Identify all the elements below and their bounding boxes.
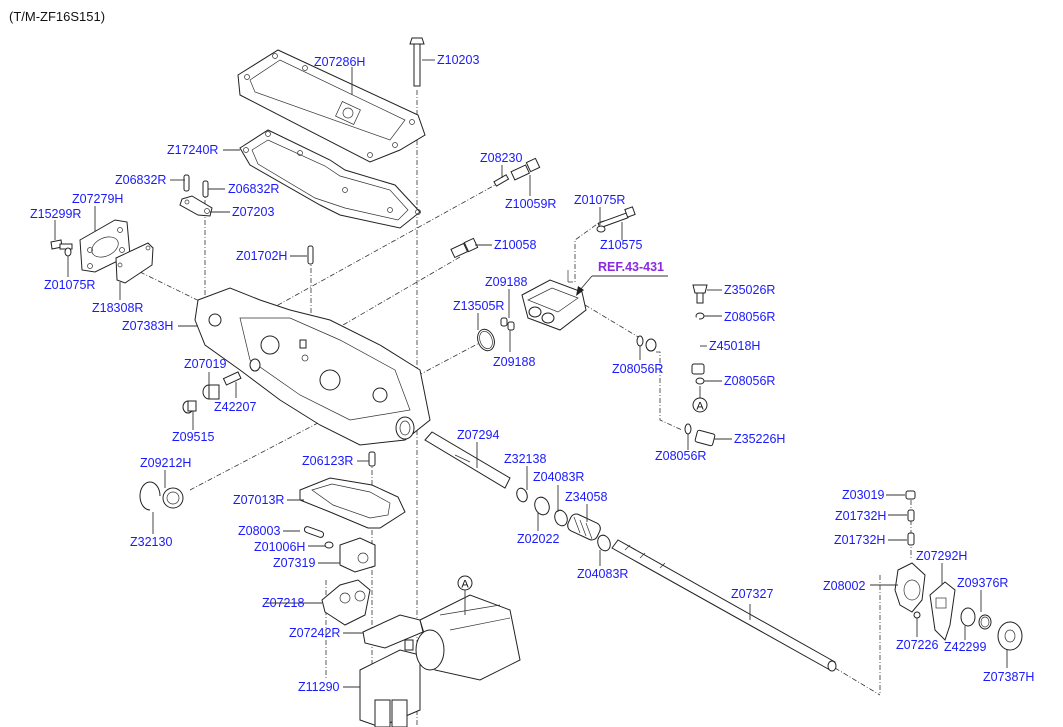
label-z07242r[interactable]: Z07242R [289, 626, 340, 640]
callout-marker-a-lower: A [457, 575, 473, 615]
detent-block-part [303, 526, 376, 626]
gear-plug-part [139, 481, 184, 511]
label-z08056r-3[interactable]: Z08056R [724, 374, 775, 388]
label-z08056r-4[interactable]: Z08056R [655, 449, 706, 463]
label-z10575[interactable]: Z10575 [600, 238, 642, 252]
top-cover-part [237, 49, 426, 163]
label-z42299[interactable]: Z42299 [944, 640, 986, 654]
pin-part [307, 245, 314, 265]
label-z09515[interactable]: Z09515 [172, 430, 214, 444]
label-z01732h-upper[interactable]: Z01732H [835, 509, 886, 523]
leader-lines [54, 59, 1008, 688]
oring-and-clips-part [477, 317, 515, 352]
side-cover-part [50, 219, 154, 284]
label-z07327[interactable]: Z07327 [731, 587, 773, 601]
part-labels: Z07286H Z10203 Z17240R Z06832R Z06832R Z… [30, 53, 1034, 694]
label-z07383h[interactable]: Z07383H [122, 319, 173, 333]
label-z07286h[interactable]: Z07286H [314, 55, 365, 69]
label-z32138[interactable]: Z32138 [504, 452, 546, 466]
switch-part [450, 237, 479, 259]
label-z10058[interactable]: Z10058 [494, 238, 536, 252]
label-z17240r[interactable]: Z17240R [167, 143, 218, 157]
label-z07279h[interactable]: Z07279H [72, 192, 123, 206]
sensor-part [493, 157, 541, 187]
label-z07387h[interactable]: Z07387H [983, 670, 1034, 684]
callout-marker-a-upper: A [692, 386, 708, 413]
svg-text:A: A [461, 579, 469, 591]
cover-gasket-part [239, 129, 421, 229]
label-z35026r[interactable]: Z35026R [724, 283, 775, 297]
label-z34058[interactable]: Z34058 [565, 490, 607, 504]
lower-gasket-part [299, 451, 406, 529]
label-z01006h[interactable]: Z01006H [254, 540, 305, 554]
label-z07294[interactable]: Z07294 [457, 428, 499, 442]
label-z06832r-left[interactable]: Z06832R [115, 173, 166, 187]
label-z04083r-upper[interactable]: Z04083R [533, 470, 584, 484]
label-z01075r-right[interactable]: Z01075R [574, 193, 625, 207]
label-z06123r[interactable]: Z06123R [302, 454, 353, 468]
shift-lever-part [894, 562, 956, 641]
label-z35226h[interactable]: Z35226H [734, 432, 785, 446]
label-z11290[interactable]: Z11290 [298, 680, 340, 694]
bolt-part [596, 206, 636, 233]
label-z07226[interactable]: Z07226 [896, 638, 938, 652]
label-z42207[interactable]: Z42207 [214, 400, 256, 414]
label-z02022[interactable]: Z02022 [517, 532, 559, 546]
label-z08230[interactable]: Z08230 [480, 151, 522, 165]
pins-and-plate-part [179, 174, 213, 217]
actuator-gasket-part [362, 614, 424, 649]
label-z06832r-right[interactable]: Z06832R [228, 182, 279, 196]
label-z01732h-lower[interactable]: Z01732H [834, 533, 885, 547]
actuator-cylinder-part [359, 594, 521, 727]
label-z03019[interactable]: Z03019 [842, 488, 884, 502]
label-z10059r[interactable]: Z10059R [505, 197, 556, 211]
label-z15299r[interactable]: Z15299R [30, 207, 81, 221]
label-z09188-upper[interactable]: Z09188 [485, 275, 527, 289]
label-z08056r-2[interactable]: Z08056R [612, 362, 663, 376]
valve-block-part [521, 270, 587, 331]
label-z13505r[interactable]: Z13505R [453, 299, 504, 313]
label-z08056r-1[interactable]: Z08056R [724, 310, 775, 324]
label-z09188-lower[interactable]: Z09188 [493, 355, 535, 369]
plugs-and-spring-part [182, 371, 242, 414]
label-z08002[interactable]: Z08002 [823, 579, 865, 593]
label-z08003[interactable]: Z08003 [238, 524, 280, 538]
small-pins-part [905, 490, 916, 546]
label-z18308r[interactable]: Z18308R [92, 301, 143, 315]
sleeve-and-spring-part [424, 431, 611, 552]
label-z07319[interactable]: Z07319 [273, 556, 315, 570]
label-z07013r[interactable]: Z07013R [233, 493, 284, 507]
valve-body-housing-part [194, 287, 431, 446]
label-z07203[interactable]: Z07203 [232, 205, 274, 219]
long-bolt-part [409, 37, 425, 87]
label-z09376r[interactable]: Z09376R [957, 576, 1008, 590]
label-z07019[interactable]: Z07019 [184, 357, 226, 371]
pipe-assembly-part [636, 284, 716, 447]
label-z09212h[interactable]: Z09212H [140, 456, 191, 470]
svg-text:A: A [696, 401, 704, 413]
label-z10203[interactable]: Z10203 [437, 53, 479, 67]
reference-link-43-431[interactable]: REF.43-431 [598, 260, 664, 274]
label-z32130[interactable]: Z32130 [130, 535, 172, 549]
label-z04083r-lower[interactable]: Z04083R [577, 567, 628, 581]
label-z01075r-left[interactable]: Z01075R [44, 278, 95, 292]
bearings-part [960, 607, 1023, 651]
label-z45018h[interactable]: Z45018H [709, 339, 760, 353]
label-z01702h[interactable]: Z01702H [236, 249, 287, 263]
diagram-title: (T/M-ZF16S151) [9, 9, 106, 24]
shift-rod-part [611, 539, 837, 672]
label-z07292h[interactable]: Z07292H [916, 549, 967, 563]
label-z07218[interactable]: Z07218 [262, 596, 304, 610]
